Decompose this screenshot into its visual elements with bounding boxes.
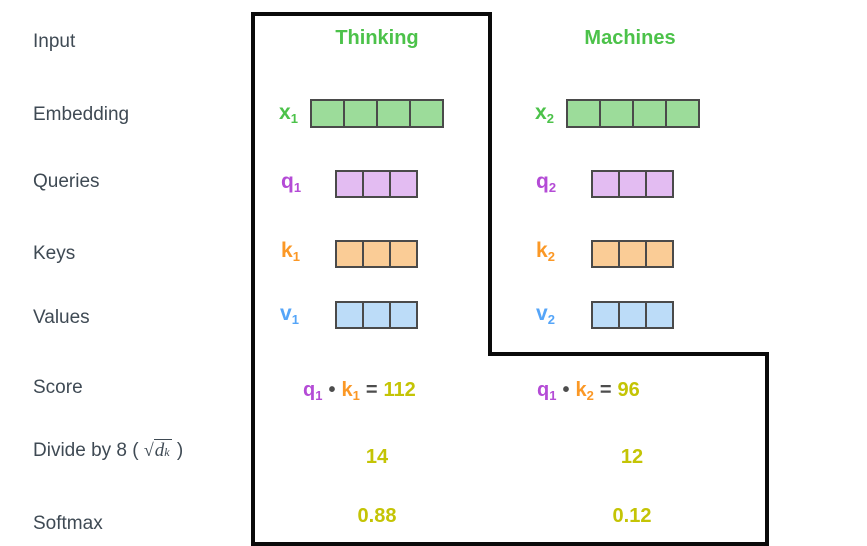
q2-vector xyxy=(591,170,674,198)
vector-cell xyxy=(337,242,362,266)
row-label-divide-by-8: Divide by 8 ( √dk ) xyxy=(33,439,184,462)
v1-label: v1 xyxy=(280,302,299,327)
column-header-machines: Machines xyxy=(584,27,676,49)
equals-sign: = xyxy=(599,379,612,401)
vector-cell xyxy=(593,172,618,196)
dot-operator: • xyxy=(328,379,336,401)
sqrt-var-d: d xyxy=(154,440,165,461)
vector-cell xyxy=(312,101,343,126)
x2-vector xyxy=(566,99,700,128)
vector-cell xyxy=(665,101,698,126)
k1-vector xyxy=(335,240,418,268)
vector-cell xyxy=(645,303,672,327)
vector-cell xyxy=(645,172,672,196)
score-value-112: 112 xyxy=(383,379,416,401)
divide-result-machines: 12 xyxy=(620,446,644,468)
vector-cell xyxy=(343,101,376,126)
column-header-thinking: Thinking xyxy=(335,27,419,49)
vector-cell xyxy=(389,242,416,266)
score-value-96: 96 xyxy=(617,379,640,401)
q2-label: q2 xyxy=(536,170,557,195)
vector-cell xyxy=(593,303,618,327)
vector-cell xyxy=(593,242,618,266)
x1-vector xyxy=(310,99,444,128)
divide-label-prefix: Divide by 8 ( xyxy=(33,440,144,461)
equals-sign: = xyxy=(365,379,378,401)
row-label-embedding: Embedding xyxy=(33,104,130,125)
row-label-input: Input xyxy=(33,31,76,52)
q1-label: q1 xyxy=(281,170,302,195)
sqrt-var-sub-k: k xyxy=(164,445,170,459)
row-label-keys: Keys xyxy=(33,243,76,264)
vector-cell xyxy=(362,303,389,327)
vector-cell xyxy=(645,242,672,266)
v2-vector xyxy=(591,301,674,329)
divide-result-thinking: 14 xyxy=(365,446,389,468)
softmax-result-thinking: 0.88 xyxy=(357,505,397,527)
vector-cell xyxy=(618,172,645,196)
vector-cell xyxy=(362,242,389,266)
v1-vector xyxy=(335,301,418,329)
vector-cell xyxy=(409,101,442,126)
score-equation-q1k2: q1•k2=96 xyxy=(537,379,640,403)
divide-label-suffix: ) xyxy=(171,440,184,461)
vector-cell xyxy=(389,172,416,196)
k2-label: k2 xyxy=(536,239,555,264)
v2-label: v2 xyxy=(536,302,555,327)
vector-cell xyxy=(389,303,416,327)
vector-cell xyxy=(632,101,665,126)
sqrt-symbol: √ xyxy=(143,440,154,460)
vector-cell xyxy=(568,101,599,126)
x1-label: x1 xyxy=(279,101,298,126)
score-equation-q1k1: q1•k1=112 xyxy=(303,379,416,403)
dot-operator: • xyxy=(562,379,570,401)
q1-vector xyxy=(335,170,418,198)
x2-label: x2 xyxy=(535,101,554,126)
row-label-queries: Queries xyxy=(33,171,100,192)
vector-cell xyxy=(337,172,362,196)
vector-cell xyxy=(337,303,362,327)
vector-cell xyxy=(618,303,645,327)
row-label-values: Values xyxy=(33,307,90,328)
vector-cell xyxy=(618,242,645,266)
softmax-result-machines: 0.12 xyxy=(612,505,652,527)
vector-cell xyxy=(599,101,632,126)
sqrt-dk-math: √dk xyxy=(143,439,172,461)
k1-label: k1 xyxy=(281,239,300,264)
k2-vector xyxy=(591,240,674,268)
row-label-score: Score xyxy=(33,377,83,398)
vector-cell xyxy=(376,101,409,126)
row-label-softmax: Softmax xyxy=(33,513,103,534)
vector-cell xyxy=(362,172,389,196)
